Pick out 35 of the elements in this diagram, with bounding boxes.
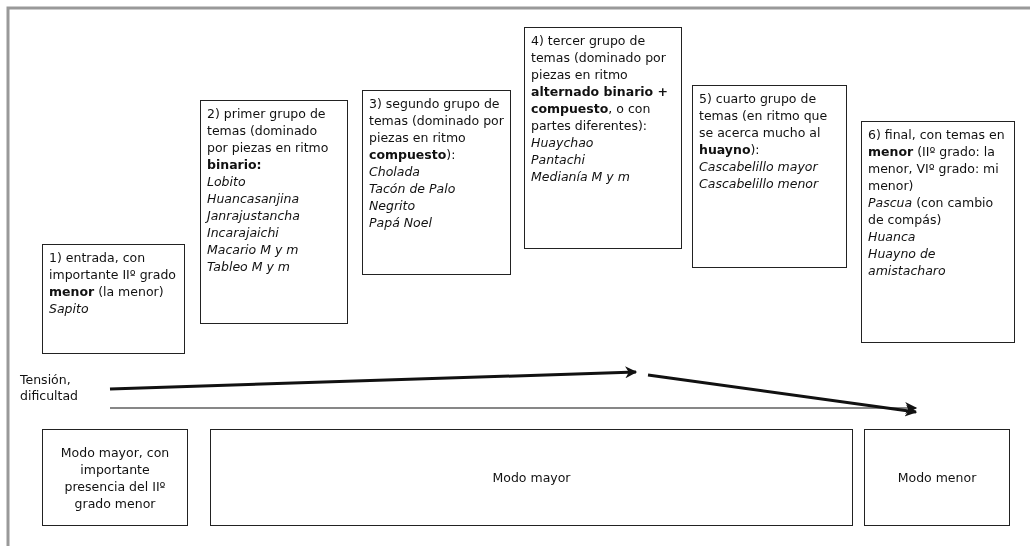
piece-title: Tacón de Palo (369, 180, 457, 197)
piece-title: Cascabelillo menor (699, 175, 820, 192)
section-description: 6) final, con temas en menor (IIº grado: la menor, VIº grado: mi menor) (868, 126, 1006, 194)
section-description: 3) segundo grupo de temas (dominado por piezas en ritmo compuesto): (369, 95, 504, 163)
piece-title: Cascabelillo mayor (699, 158, 820, 175)
section-box (200, 100, 348, 324)
axis-label: Tensión, dificultad (20, 372, 80, 404)
section-description: 1) entrada, con importante IIº grado menor (la menor) (49, 249, 177, 300)
piece-title: Pantachi (531, 151, 586, 168)
mode-box: Modo menor (864, 429, 1010, 526)
section-box (861, 121, 1015, 343)
piece-title: Papá Noel (369, 214, 433, 231)
section-box (692, 85, 847, 268)
piece-title: Huayno de amistacharo (868, 245, 947, 279)
section-box (42, 244, 185, 354)
piece-title: Janrajustancha (207, 207, 301, 224)
mode-box: Modo mayor (210, 429, 853, 526)
piece-title: Huaychao (531, 134, 595, 151)
piece-title: Huanca (868, 228, 917, 245)
piece-title: Negrito (369, 197, 417, 214)
section-description: 5) cuarto grupo de temas (en ritmo que se acerca mucho al huayno): (699, 90, 829, 158)
section-description: 4) tercer grupo de temas (dominado por piezas en ritmo alternado binario + compuesto, o con partes diferentes): (531, 32, 669, 134)
piece-title: Tableo M y m (207, 258, 291, 275)
piece-title: Lobito (207, 173, 247, 190)
piece-title: Pascua (con cambio de compás) (868, 194, 995, 228)
mode-box: Modo mayor, con importante presencia del IIº grado menor (42, 429, 188, 526)
section-description: 2) primer grupo de temas (dominado por piezas en ritmo binario: (207, 105, 330, 173)
piece-title: Medianía M y m (531, 168, 631, 185)
section-box (524, 27, 682, 249)
piece-title: Macario M y m (207, 241, 300, 258)
piece-title: Sapito (49, 300, 90, 317)
piece-title: Incarajaichi (207, 224, 280, 241)
piece-title: Huancasanjina (207, 190, 301, 207)
piece-title: Cholada (369, 163, 422, 180)
section-box (362, 90, 511, 275)
